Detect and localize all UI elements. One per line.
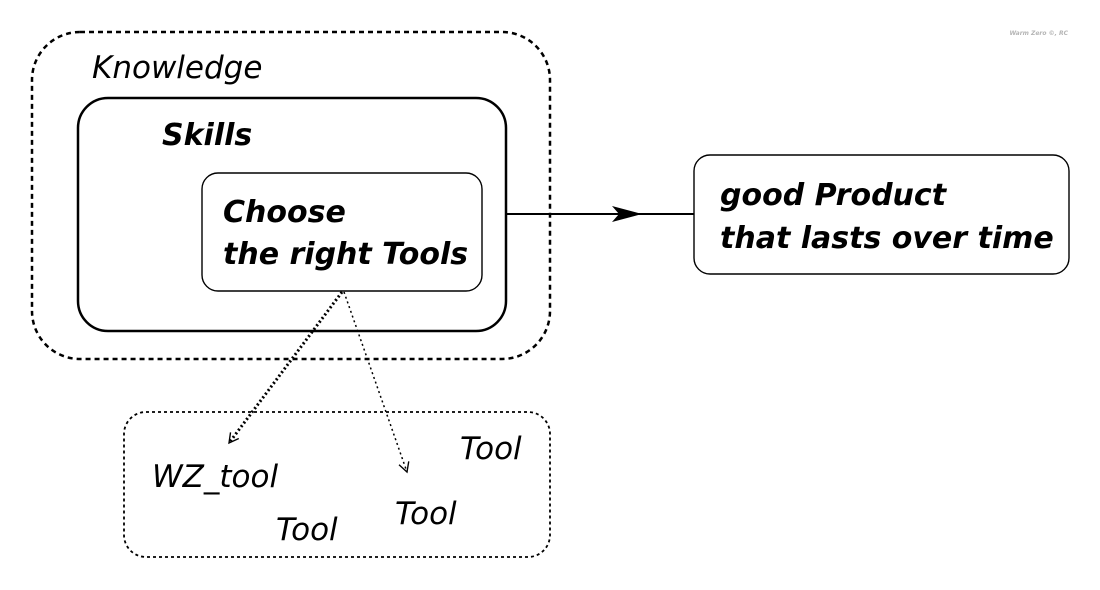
arrow-to-tool <box>343 291 410 474</box>
choose-tools-box <box>201 172 483 292</box>
tool-item-bottom: Tool <box>276 512 338 548</box>
knowledge-label: Knowledge <box>92 50 262 86</box>
choose-tools-label-line2: the right Tools <box>223 237 468 272</box>
arrow-to-wz-tool <box>227 291 344 445</box>
product-label-line2: that lasts over time <box>720 221 1054 256</box>
choose-tools-label-line1: Choose <box>223 195 346 230</box>
tool-item-wz-tool: WZ_tool <box>152 459 278 495</box>
watermark-text: Warm Zero ©, RC <box>1009 30 1068 37</box>
tool-item-middle: Tool <box>395 496 457 532</box>
tool-item-top-right: Tool <box>460 431 522 467</box>
product-box <box>693 154 1070 275</box>
skills-label: Skills <box>162 118 252 153</box>
knowledge-container <box>30 30 552 361</box>
product-label-line1: good Product <box>720 178 948 213</box>
